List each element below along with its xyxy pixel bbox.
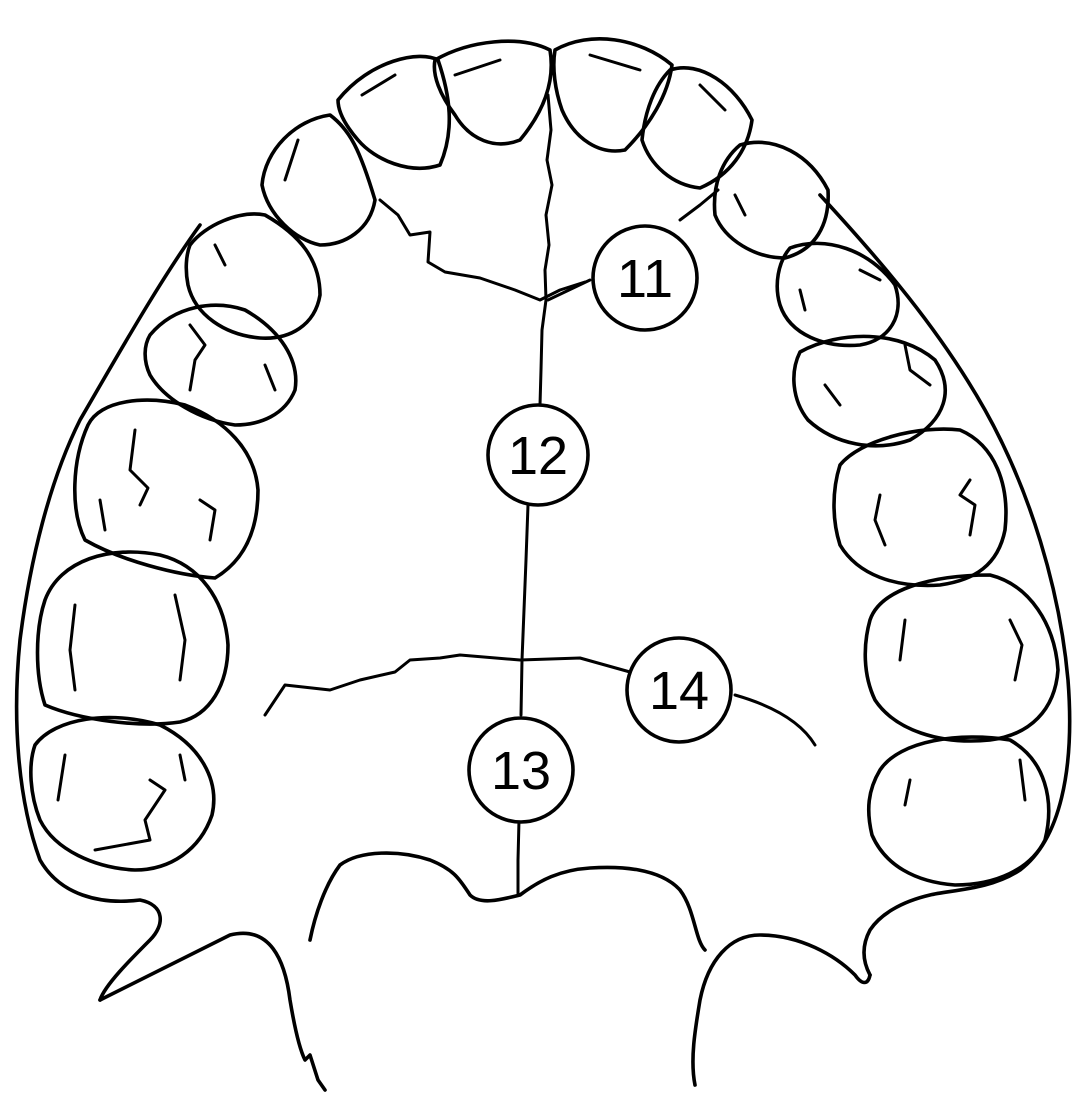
posterior-palate-border [308, 851, 707, 952]
tooth-detail [903, 343, 932, 387]
tooth-detail [198, 498, 217, 542]
tooth-premolar-right-1 [775, 241, 900, 348]
label-11-text: 11 [617, 249, 673, 309]
tooth-detail [188, 323, 207, 392]
median-suture-lower [519, 503, 530, 717]
tooth-premolar-left-2 [143, 303, 298, 427]
tooth-detail [173, 593, 187, 682]
tooth-detail [698, 83, 727, 112]
tooth-premolar-right-2 [792, 334, 947, 448]
label-14-text: 14 [649, 661, 709, 721]
connector-11 [546, 278, 592, 302]
tooth-detail [360, 73, 397, 97]
incisive-suture-right [678, 188, 720, 222]
tooth-detail [858, 268, 882, 282]
tooth-detail [733, 193, 747, 217]
incisive-suture [378, 198, 587, 302]
tooth-detail [903, 778, 912, 807]
pterygoid-right [691, 933, 872, 1087]
tooth-molar-left-3 [29, 715, 216, 872]
label-11: 11 [591, 224, 699, 332]
tooth-detail [98, 498, 107, 532]
outer-outline-left [14, 223, 202, 1002]
label-12-circle [486, 403, 590, 507]
label-13-text: 13 [491, 741, 551, 801]
tooth-premolar-left-1 [184, 212, 322, 340]
tooth-detail [213, 243, 227, 267]
tooth-molar-left-2 [35, 550, 230, 726]
tooth-detail [56, 753, 67, 802]
tooth-incisor-left-1 [432, 39, 554, 146]
tooth-detail [588, 53, 642, 72]
tooth-molar-right-2 [863, 573, 1060, 743]
label-11-circle [591, 224, 699, 332]
tooth-detail [1008, 618, 1024, 682]
tooth-detail [873, 493, 887, 547]
median-suture [538, 93, 554, 407]
outer-outline-right [818, 193, 1072, 977]
label-13-circle [467, 716, 575, 824]
tooth-molar-right-1 [832, 427, 1008, 588]
pterygoid-left [98, 931, 327, 1092]
tooth-detail [823, 383, 842, 407]
label-12: 12 [486, 403, 590, 507]
tooth-detail [93, 778, 167, 852]
tooth-detail [898, 618, 907, 662]
tooth-molar-right-3 [866, 735, 1051, 887]
tooth-canine-left [260, 113, 377, 247]
transverse-suture [263, 653, 632, 717]
tooth-incisor-right-1 [552, 37, 674, 153]
transverse-suture-right [733, 693, 817, 747]
tooth-detail [958, 478, 977, 537]
tooth-detail [453, 58, 502, 77]
tooth-detail [178, 753, 187, 782]
tooth-detail [128, 428, 150, 507]
tooth-detail [283, 138, 300, 182]
tooth-incisor-right-2 [640, 66, 754, 190]
label-12-text: 12 [508, 426, 568, 486]
median-suture-bottom [516, 818, 521, 897]
tooth-molar-left-1 [73, 398, 260, 580]
label-13: 13 [467, 716, 575, 824]
tooth-incisor-left-2 [336, 54, 452, 170]
label-14: 14 [625, 636, 733, 744]
tooth-detail [68, 603, 77, 692]
tooth-detail [263, 363, 277, 392]
label-14-circle [625, 636, 733, 744]
tooth-canine-right [712, 140, 830, 260]
tooth-detail [1018, 758, 1027, 802]
tooth-detail [798, 288, 807, 312]
